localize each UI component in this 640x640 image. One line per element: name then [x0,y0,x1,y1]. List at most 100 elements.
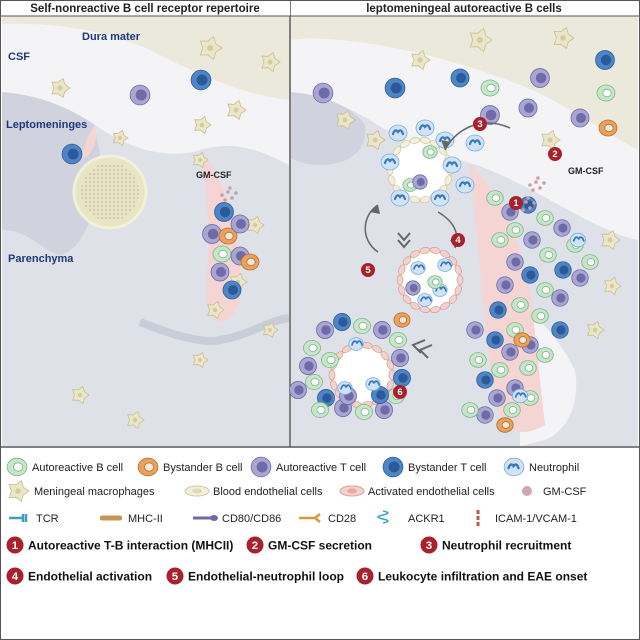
autoreactive-t-cell [129,84,151,106]
autoreactive-b-cell [469,352,487,368]
bystander-b-cell [218,227,238,245]
endothelial-cell [409,137,421,144]
gm-csf-dots [528,176,546,192]
autoreactive-b-cell [212,245,232,263]
autoreactive-b-cell [353,317,371,334]
autoreactive-t-cell [506,253,524,271]
legend-label: Autoreactive B cell [32,462,123,474]
legend-item: Bystander T cell [382,456,486,478]
legend-label: Activated endothelial cells [368,486,495,498]
gm-csf-dots [220,186,238,202]
step-1-marker: 1 [509,196,523,210]
cd80-cd86-icon [193,515,218,521]
legend-label: Bystander B cell [163,462,242,474]
endothelial-cell [419,196,431,203]
autoreactive-t-cell [501,343,519,361]
bystander-t-cell [489,301,507,319]
meningeal-macrophage [112,129,129,147]
left-panel [2,16,290,446]
legend-label: CD80/CD86 [222,513,281,525]
bystander-t-cell [595,50,615,70]
autoreactive-t-cell [488,389,506,407]
autoreactive-b-cell [539,247,557,263]
bystander-t-cell [214,202,234,222]
bystander-t-cell [476,371,494,389]
autoreactive-t-cell [466,321,484,339]
autoreactive-b-cell [491,362,509,378]
legend-step-label: Autoreactive T-B interaction (MHCII) [28,539,233,553]
autoreactive-b-cell [461,402,479,418]
parenchyma-label: Parenchyma [8,253,74,265]
meningeal-macrophage [261,51,281,73]
neutrophil-icon [503,457,525,477]
legend-item: ICAM-1/VCAM-1 [476,510,577,526]
blood-vessel-left [72,154,148,230]
endothelial-cell [372,345,382,353]
legend-step-label: Endothelial activation [28,570,152,584]
legend-item: ACKR1 [377,510,445,525]
endothelial-cell [402,294,412,304]
autoreactive-b-cell-icon [6,457,28,477]
svg-text:5: 5 [172,571,179,583]
svg-text:3: 3 [426,540,432,552]
autoreactive-t-cell [375,401,393,419]
autoreactive-t-cell [476,406,494,424]
bystander-t-cell [521,266,539,284]
meningeal-macrophage [587,320,605,340]
svg-text:6: 6 [362,571,368,583]
legend-label: Neutrophil [529,462,579,474]
endothelial-cell [386,359,394,370]
neutrophil [569,232,587,248]
svg-text:2: 2 [552,149,557,160]
autoreactive-b-cell [355,403,373,420]
autoreactive-b-cell [506,222,524,238]
left-cells [51,35,281,430]
legend-step-label: Endothelial-neutrophil loop [188,570,344,584]
autoreactive-b-cell [321,351,339,368]
legend-step-1: 1 Autoreactive T-B interaction (MHCII) [6,536,233,554]
bystander-t-cell [333,313,351,331]
svg-text:6: 6 [397,387,402,398]
legend-item: MHC-II [100,513,163,525]
endothelial-cell [456,274,464,286]
legend-item: Autoreactive T cell [250,456,366,478]
autoreactive-t-cell [299,357,317,375]
autoreactive-t-cell [391,349,409,367]
step-1-marker: 1 [6,536,24,554]
endothelial-cell [454,264,462,275]
left-panel-title: Self-nonreactive B cell receptor reperto… [30,3,259,15]
legend-step-label: GM-CSF secretion [268,539,372,553]
legend-item: Activated endothelial cells [339,485,495,498]
bystander-b-cell [598,119,618,137]
meningeal-macrophage [8,479,30,503]
bystander-t-cell [382,456,404,478]
autoreactive-t-cell [551,289,569,307]
leptomeninges-label: Leptomeninges [6,119,87,131]
neutrophil [511,388,529,404]
endothelial-cell [328,369,336,381]
neutrophil [465,134,485,152]
endothelial-cell [444,175,452,186]
endothelial-cell [454,285,462,296]
bystander-t-cell [61,143,83,165]
neutrophil [380,153,400,171]
endothelial-cell [330,380,338,391]
autoreactive-t-cell [250,456,272,478]
autoreactive-t-cell [289,381,307,399]
autoreactive-t-cell [230,214,250,234]
meningeal-macrophage [207,300,225,320]
autoreactive-b-cell [389,331,407,348]
legend-item: CD80/CD86 [193,513,281,525]
step-2-marker: 2 [246,536,264,554]
meningeal-macrophage [336,109,356,131]
legend-label: Meningeal macrophages [34,486,155,498]
gm-csf-label-right: GM-CSF [568,166,604,176]
bystander-b-cell [240,253,260,271]
legend-step-label: Leukocyte infiltration and EAE onset [378,570,587,584]
neutrophil [430,189,450,207]
legend-label: MHC-II [128,513,163,525]
chevron-arrows [397,232,433,359]
